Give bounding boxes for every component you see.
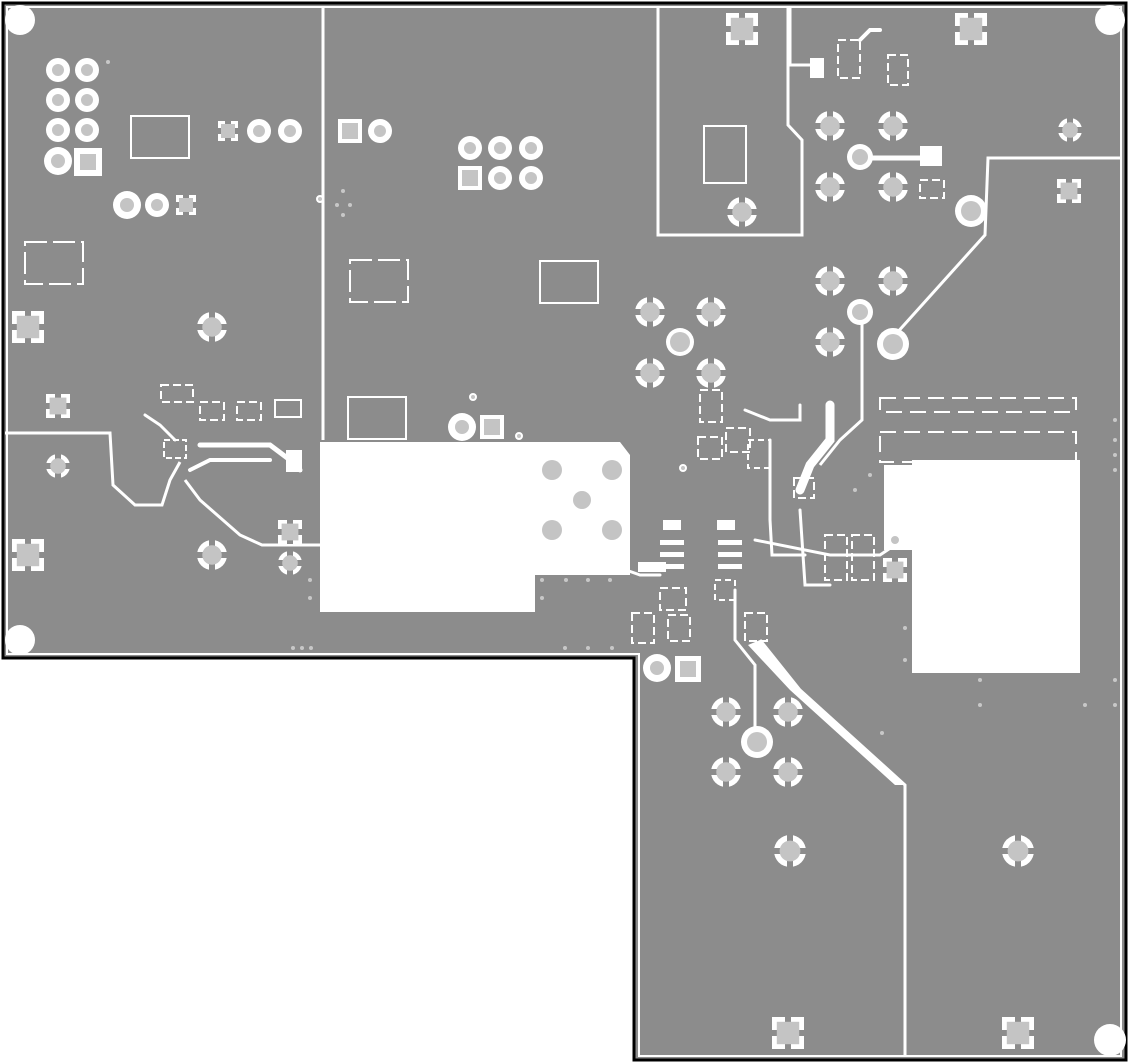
trace xyxy=(143,413,177,442)
silk-rect-dashed xyxy=(24,241,84,285)
split-left xyxy=(5,431,182,507)
trace xyxy=(798,508,832,587)
keepout-regions xyxy=(320,442,1080,785)
pad-dashed xyxy=(887,54,909,86)
pad-dashed xyxy=(793,477,815,499)
pad-dashed xyxy=(199,401,225,421)
mounting-holes xyxy=(5,5,1126,1056)
split-trace xyxy=(818,315,864,466)
trace xyxy=(768,438,807,557)
trace xyxy=(188,458,272,472)
pad-dashed xyxy=(160,384,194,403)
silk-rect-dashed xyxy=(349,259,409,303)
via-dots xyxy=(106,60,1117,735)
pad-dashed xyxy=(697,436,723,460)
thermal-pads xyxy=(12,13,1083,1049)
pads-round xyxy=(44,58,987,758)
silk-rect xyxy=(703,125,747,184)
board-edge-line xyxy=(6,6,1122,1057)
diag-band xyxy=(748,640,905,785)
pad-dashed xyxy=(919,179,945,199)
trace xyxy=(733,588,757,744)
trace xyxy=(858,28,882,42)
mounting-hole xyxy=(1094,1024,1126,1056)
keepout-right xyxy=(912,460,1080,673)
component-outlines xyxy=(24,54,1077,644)
pad-dashed xyxy=(824,534,848,581)
pad-dashed xyxy=(879,397,1077,413)
vias xyxy=(316,195,901,546)
pad-dashed xyxy=(236,401,262,421)
pad-dashed xyxy=(744,612,768,642)
mounting-hole xyxy=(1095,5,1125,35)
mounting-hole xyxy=(5,5,35,35)
trace xyxy=(795,400,835,495)
mounting-hole xyxy=(5,625,35,655)
ic-pins xyxy=(163,39,942,642)
silk-rect xyxy=(347,396,407,440)
split-right xyxy=(893,156,1121,337)
split-top-block xyxy=(656,8,804,237)
silk-rect xyxy=(274,399,302,418)
pad-dashed xyxy=(631,612,655,644)
keepout-center xyxy=(320,442,630,612)
split-bottom-left xyxy=(183,479,320,547)
silk-rect xyxy=(130,115,190,159)
silk-rect xyxy=(539,260,599,304)
trace xyxy=(578,498,662,577)
trace xyxy=(788,6,812,67)
trace xyxy=(743,403,802,422)
pad-dashed xyxy=(879,431,1077,463)
plane-splits xyxy=(5,8,1121,1056)
pads-square xyxy=(74,119,701,682)
pad-dashed xyxy=(851,534,875,581)
trace xyxy=(753,538,897,557)
